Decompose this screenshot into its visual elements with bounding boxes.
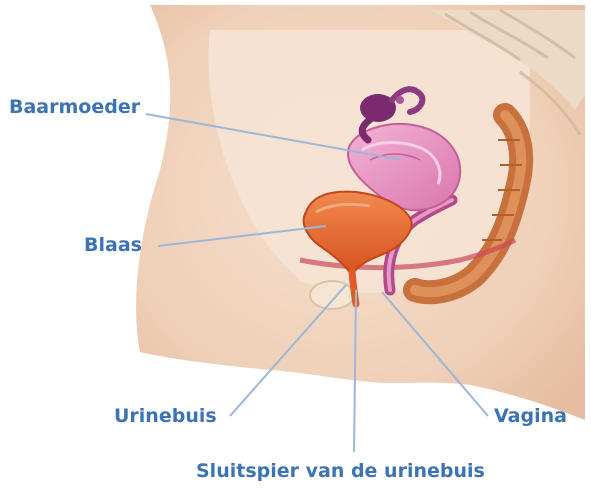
pubic-bone <box>310 281 354 309</box>
label-vagina: Vagina <box>494 405 567 427</box>
label-blaas: Blaas <box>84 234 142 256</box>
label-baarmoeder: Baarmoeder <box>9 96 140 118</box>
label-urinebuis: Urinebuis <box>114 405 217 427</box>
label-sluitspier: Sluitspier van de urinebuis <box>196 460 485 482</box>
